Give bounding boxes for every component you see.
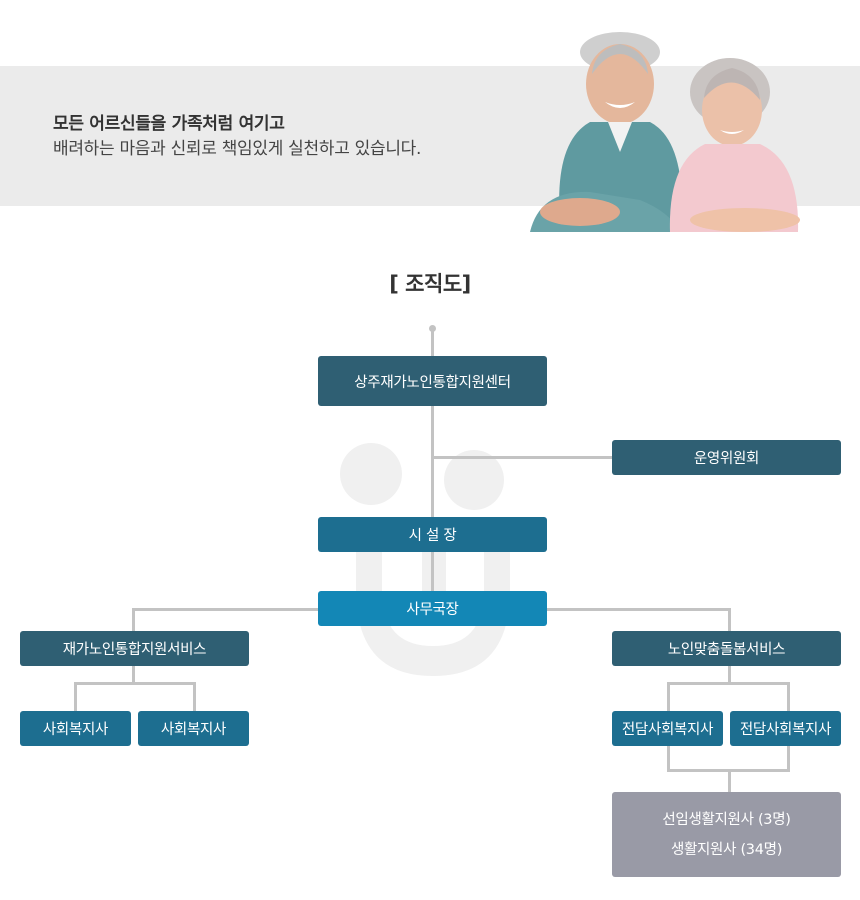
org-box-left-staff-1: 사회복지사: [20, 711, 131, 746]
org-box-left-service: 재가노인통합지원서비스: [20, 631, 249, 666]
connector-left-staff1: [74, 682, 77, 712]
connector-right-staff2-top: [787, 682, 790, 712]
org-box-director: 시 설 장: [318, 517, 547, 552]
connector-center-director: [431, 405, 434, 518]
connector-right-staff-bar: [667, 682, 790, 685]
connector-left-staff2: [193, 682, 196, 712]
banner-headline: 모든 어르신들을 가족처럼 여기고: [53, 114, 285, 134]
connector-left-service-down: [132, 665, 135, 684]
banner-text: 모든 어르신들을 가족처럼 여기고 배려하는 마음과 신뢰로 책임있게 실천하고…: [53, 112, 421, 162]
connector-support-drop: [728, 769, 731, 793]
connector-left-staff-bar: [74, 682, 196, 685]
connector-dot: [429, 325, 436, 332]
banner-subline: 배려하는 마음과 신뢰로 책임있게 실천하고 있습니다.: [53, 139, 422, 159]
page-title: [ 조직도]: [389, 272, 471, 296]
org-box-left-staff-2: 사회복지사: [138, 711, 249, 746]
connector-left-branch: [132, 608, 319, 611]
org-box-committee: 운영위원회: [612, 440, 841, 475]
org-box-secretary: 사무국장: [318, 591, 547, 626]
support-line-staff: 생활지원사 (34명): [670, 841, 783, 858]
org-box-support: 선임생활지원사 (3명) 생활지원사 (34명): [612, 792, 841, 877]
connector-top: [431, 330, 434, 357]
elderly-couple-photo: [530, 32, 800, 232]
connector-right-drop: [728, 608, 731, 632]
connector-right-staff1-top: [667, 682, 670, 712]
support-line-senior: 선임생활지원사 (3명): [662, 811, 791, 828]
connector-left-drop: [132, 608, 135, 632]
org-box-center: 상주재가노인통합지원센터: [318, 356, 547, 406]
connector-right-staff1-bottom: [667, 745, 670, 772]
connector-director-secretary: [431, 551, 434, 593]
org-box-right-staff-1: 전담사회복지사: [612, 711, 723, 746]
connector-right-service-down: [728, 665, 731, 684]
connector-right-branch: [546, 608, 731, 611]
connector-committee: [431, 456, 613, 459]
org-box-right-service: 노인맞춤돌봄서비스: [612, 631, 841, 666]
org-box-right-staff-2: 전담사회복지사: [730, 711, 841, 746]
connector-right-staff2-bottom: [787, 745, 790, 772]
